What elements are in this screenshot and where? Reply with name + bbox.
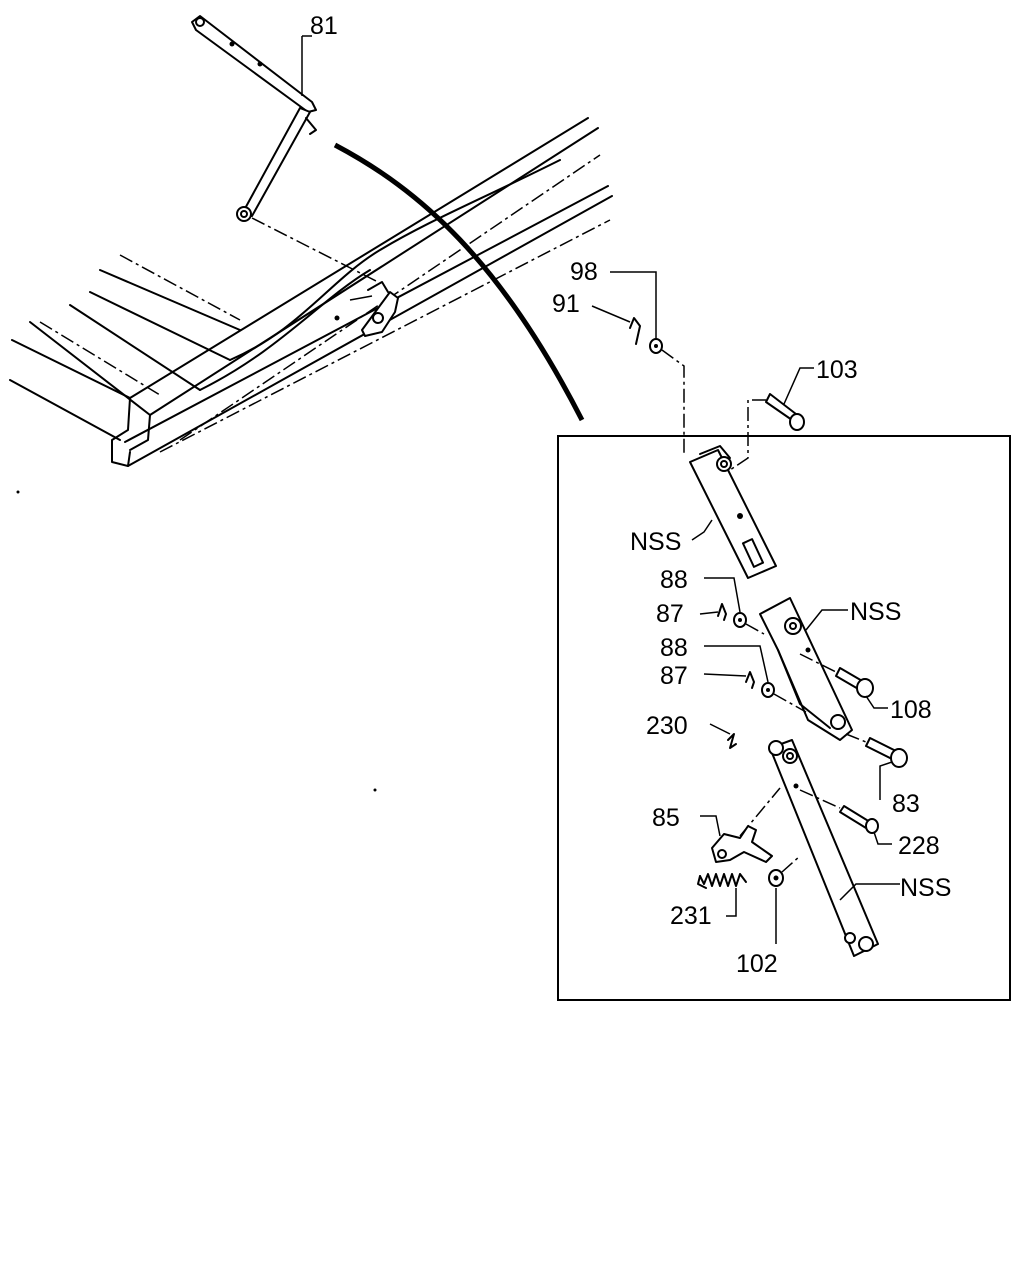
callout-98: 98 (570, 258, 598, 286)
assembly-line-108 (799, 653, 837, 673)
bolt-83 (865, 737, 908, 768)
lower-arm-nss (768, 739, 879, 957)
pin-228 (839, 805, 879, 834)
callout-231: 231 (670, 902, 712, 930)
upper-bracket-nss (689, 445, 777, 579)
washer-88-b (761, 682, 775, 698)
callout-87-b: 87 (660, 662, 688, 690)
assembly-line-103 (729, 399, 766, 471)
assembly-line-88-b (773, 693, 807, 713)
callout-228: 228 (898, 832, 940, 860)
callout-nss-mid: NSS (850, 598, 901, 626)
leader-lines (301, 35, 900, 944)
spring-231 (697, 873, 747, 889)
callout-88-b: 88 (660, 634, 688, 662)
assembly-line-88-a (745, 623, 765, 635)
middle-bracket-nss (759, 597, 853, 741)
speck-1 (16, 490, 20, 494)
cotter-pin-91 (629, 317, 641, 345)
callout-83: 83 (892, 790, 920, 818)
washer-98 (649, 338, 663, 354)
spring-pin-230 (727, 733, 737, 749)
link-arm-81 (191, 15, 379, 283)
callout-nss-bottom: NSS (900, 874, 951, 902)
bolt-108 (835, 667, 874, 698)
frame-rail (9, 117, 613, 467)
detail-box (557, 435, 1011, 1001)
callout-88-a: 88 (660, 566, 688, 594)
washer-102 (768, 869, 784, 887)
callout-nss-top: NSS (630, 528, 681, 556)
callout-103: 103 (816, 356, 858, 384)
latch-85 (711, 825, 773, 863)
assembly-line-85 (739, 787, 781, 837)
detail-leader-curve (333, 142, 585, 422)
callout-87-a: 87 (656, 600, 684, 628)
callout-81: 81 (310, 12, 338, 40)
assembly-line-98 (661, 349, 685, 455)
assembly-line-228 (799, 789, 841, 809)
assembly-line-83 (845, 733, 867, 743)
cotter-pin-87-b (745, 671, 755, 689)
washer-88-a (733, 612, 747, 628)
speck-2 (373, 788, 377, 792)
callout-85: 85 (652, 804, 680, 832)
cotter-pin-87-a (717, 603, 727, 621)
assembly-line-102 (781, 855, 801, 873)
callout-102: 102 (736, 950, 778, 978)
bolt-103 (765, 393, 805, 431)
callout-91: 91 (552, 290, 580, 318)
callout-108: 108 (890, 696, 932, 724)
callout-230: 230 (646, 712, 688, 740)
